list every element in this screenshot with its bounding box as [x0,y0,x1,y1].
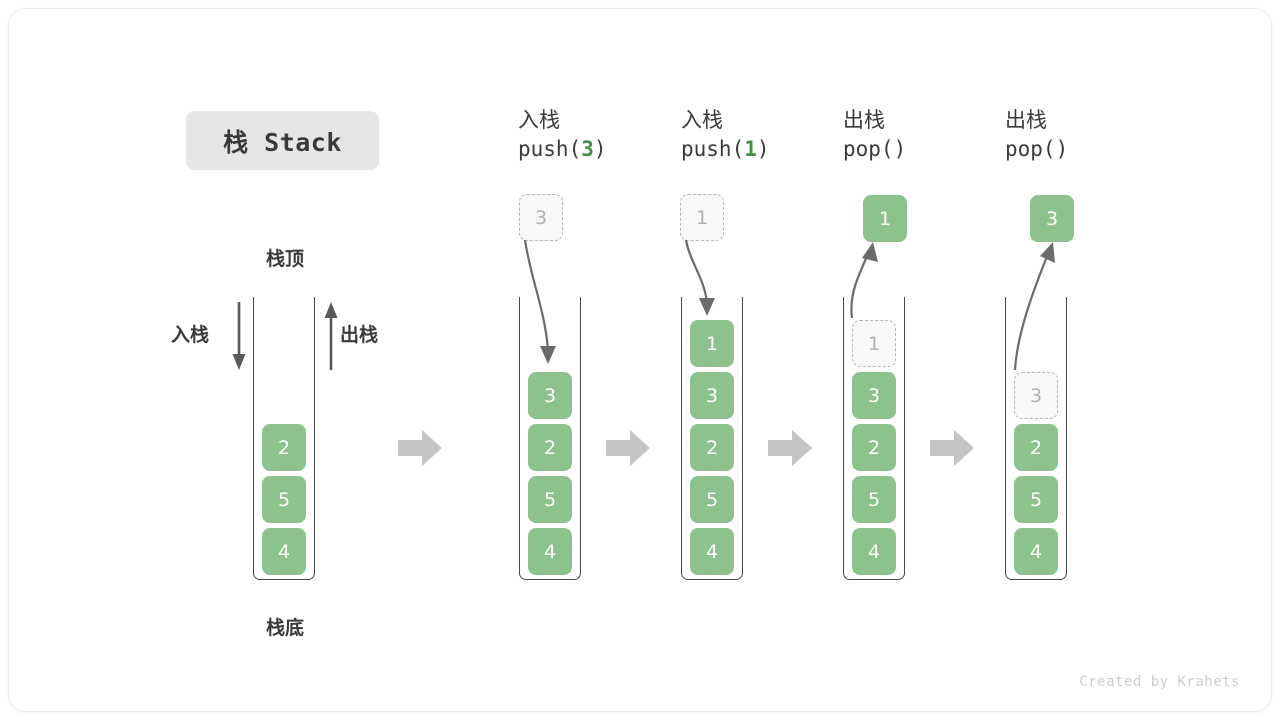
stack-container-push-1 [681,297,743,580]
step-label-code: pop() [1005,134,1068,164]
stack-container-initial [253,297,315,580]
ghost-cell-incoming: 3 [519,194,563,241]
stack-bottom-label: 栈底 [265,617,304,639]
pop-motion-arrow-icon [850,242,878,319]
stack-container-pop-1 [843,297,905,580]
stack-cell: 4 [690,528,734,575]
flow-arrow-icon [606,430,650,466]
pop-direction-label: 出栈 [340,324,379,346]
ghost-cell-popped-slot: 1 [852,320,896,367]
step-label-code: push(1) [681,134,770,164]
stack-cell: 3 [852,372,896,419]
title-badge: 栈 Stack [186,111,379,170]
push-motion-arrow-icon [684,239,715,316]
code-suffix: ) [893,137,907,161]
stack-container-push-3 [519,297,581,580]
credit-text: Created by Krahets [1079,674,1240,690]
popped-cell: 3 [1030,195,1074,242]
step-label-cjk: 入栈 [518,108,560,132]
flow-arrow-icon [768,430,812,466]
step-header-push-3: 入栈 push(3) [518,106,607,164]
code-prefix: pop( [1005,137,1056,161]
code-suffix: ) [1055,137,1069,161]
code-arg: 1 [744,137,757,161]
ghost-cell-incoming: 1 [680,194,724,241]
flow-arrow-icon [398,430,442,466]
stack-cell: 4 [852,528,896,575]
stack-cell: 5 [690,476,734,523]
stack-cell: 5 [528,476,572,523]
stack-cell: 2 [528,424,572,471]
stack-cell: 4 [262,528,306,575]
step-label-cjk: 入栈 [681,108,723,132]
push-motion-arrow-icon [523,239,556,364]
stack-container-pop-2 [1005,297,1067,580]
code-prefix: push( [681,137,745,161]
stack-cell: 3 [528,372,572,419]
stack-cell: 1 [690,320,734,367]
push-direction-label: 入栈 [171,324,210,346]
pop-direction-arrow-icon [324,302,338,370]
code-suffix: ) [756,137,770,161]
stack-cell: 2 [262,424,306,471]
push-direction-arrow-icon [232,302,246,370]
stack-cell: 5 [1014,476,1058,523]
title-badge-label: 栈 Stack [223,127,342,157]
stack-cell: 2 [852,424,896,471]
step-label-code: pop() [843,134,906,164]
pop-motion-arrow-icon [1013,242,1055,371]
stack-cell: 3 [690,372,734,419]
step-label-cjk: 出栈 [843,108,885,132]
stack-cell: 4 [1014,528,1058,575]
code-prefix: pop( [843,137,894,161]
stack-cell: 5 [852,476,896,523]
step-header-pop-1: 出栈 pop() [843,106,906,164]
code-suffix: ) [593,137,607,161]
code-prefix: push( [518,137,582,161]
code-arg: 3 [581,137,594,161]
stack-cell: 4 [528,528,572,575]
popped-cell: 1 [863,195,907,242]
stack-cell: 5 [262,476,306,523]
step-header-push-1: 入栈 push(1) [681,106,770,164]
step-header-pop-2: 出栈 pop() [1005,106,1068,164]
stack-cell: 2 [690,424,734,471]
stack-cell: 2 [1014,424,1058,471]
step-label-code: push(3) [518,134,607,164]
stack-top-label: 栈顶 [265,248,304,270]
ghost-cell-popped-slot: 3 [1014,372,1058,419]
flow-arrow-icon [930,430,974,466]
step-label-cjk: 出栈 [1005,108,1047,132]
